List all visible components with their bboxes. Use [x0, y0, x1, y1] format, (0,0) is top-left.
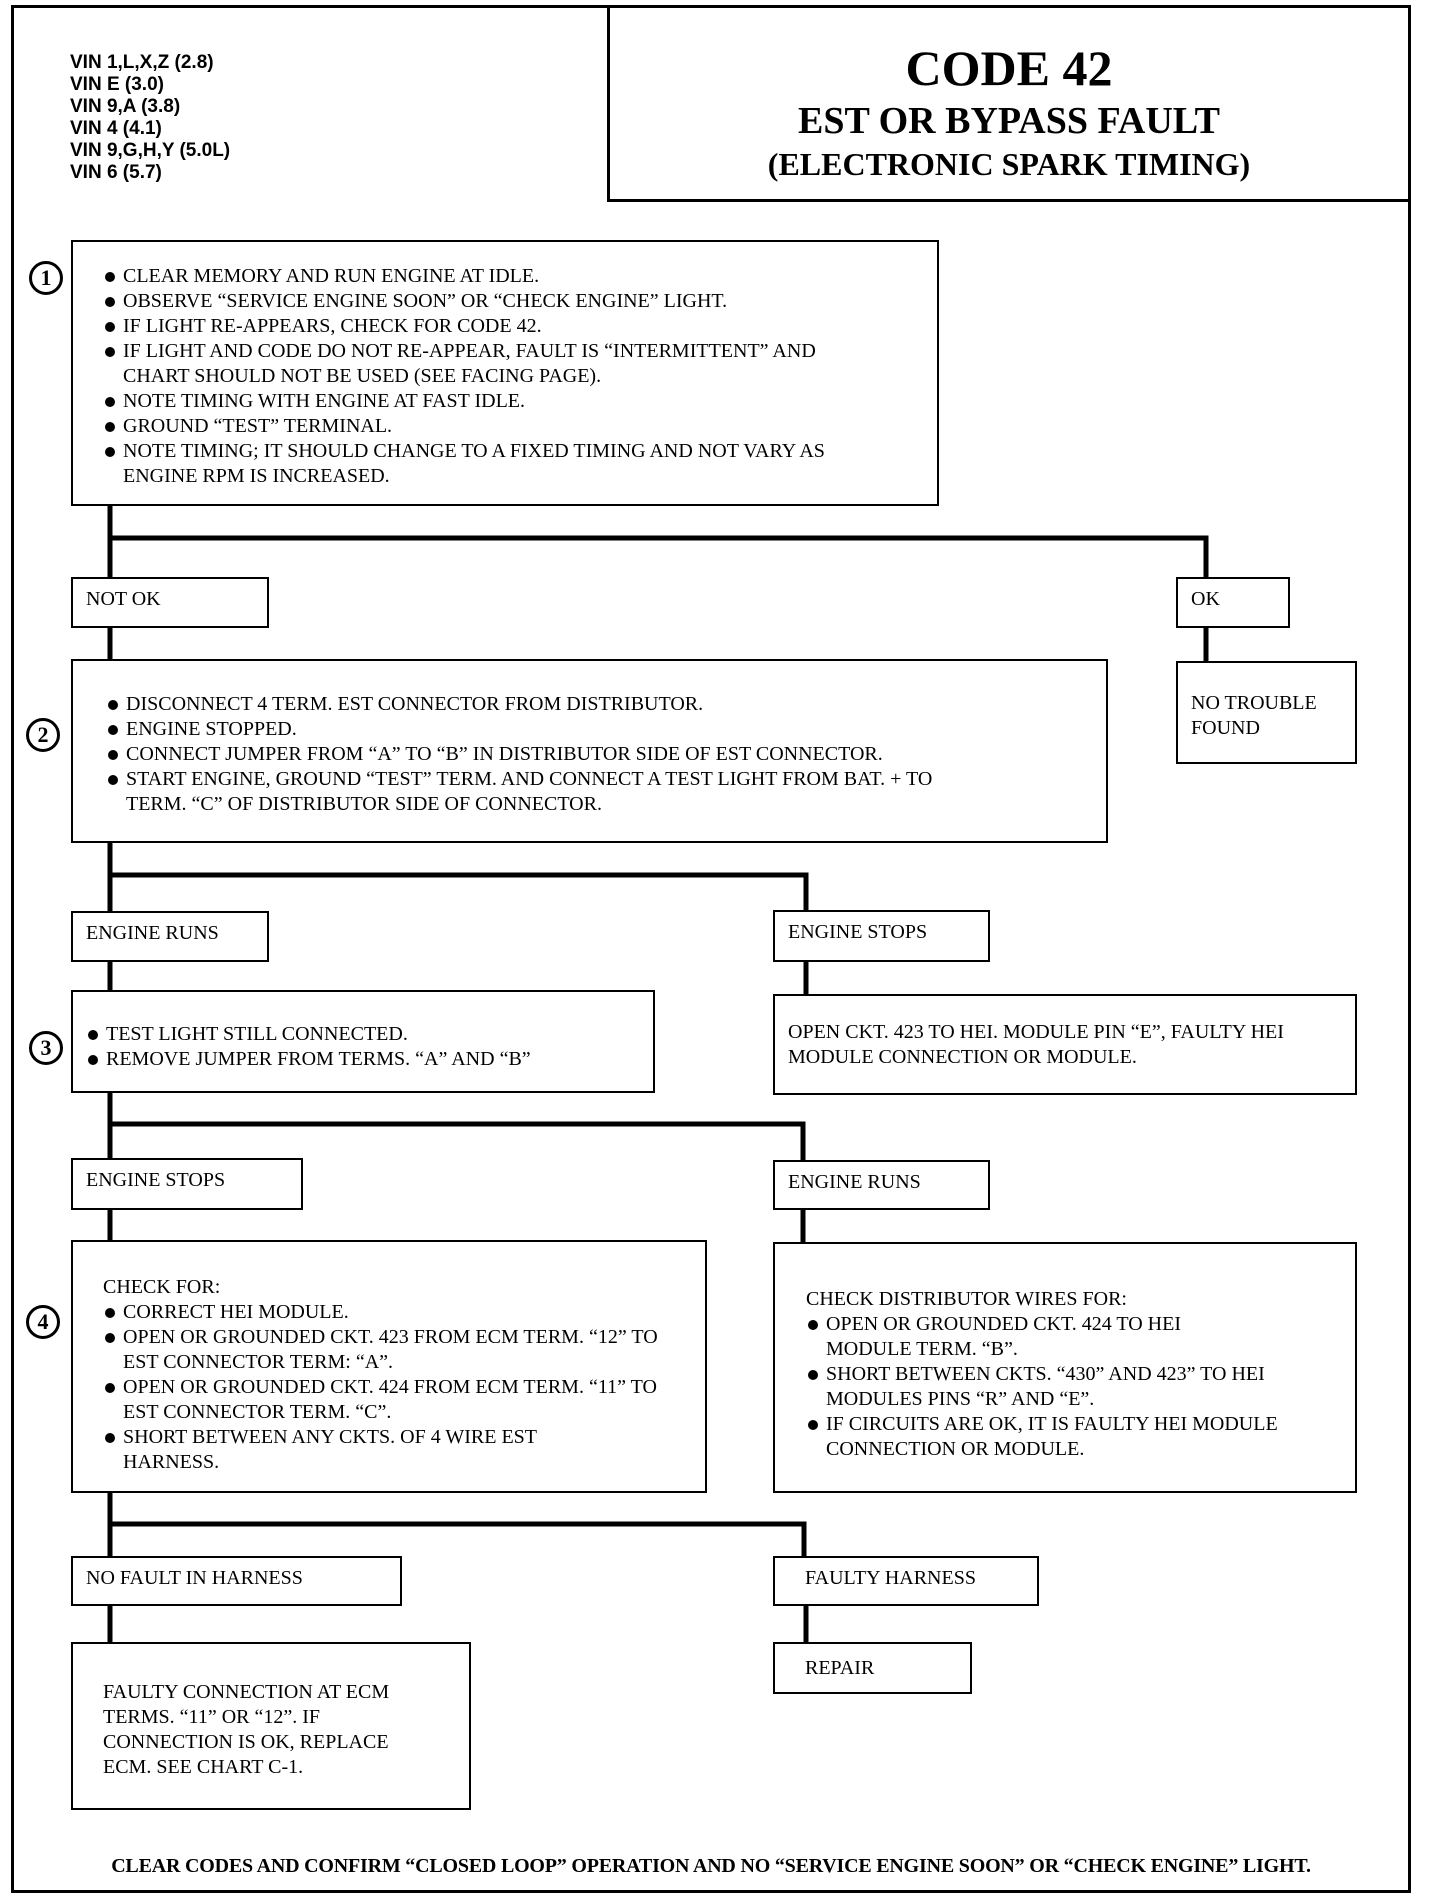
vin-item: VIN 6 (5.7) — [70, 162, 162, 183]
step2-bullet: ENGINE STOPPED. — [106, 717, 1046, 742]
label-engine-runs-1: ENGINE RUNS — [71, 911, 269, 962]
label-faulty-harness: FAULTY HARNESS — [773, 1556, 1039, 1606]
step1-bullet: IF LIGHT AND CODE DO NOT RE-APPEAR, FAUL… — [103, 339, 917, 389]
check-distributor-heading: CHECK DISTRIBUTOR WIRES FOR: — [806, 1288, 1127, 1310]
title-box: CODE 42 EST OR BYPASS FAULT (ELECTRONIC … — [607, 5, 1411, 202]
check-distributor-bullet: OPEN OR GROUNDED CKT. 424 TO HEI MODULE … — [806, 1312, 1315, 1362]
step2-bullet: DISCONNECT 4 TERM. EST CONNECTOR FROM DI… — [106, 692, 1046, 717]
result-faulty-connection-ecm: FAULTY CONNECTION AT ECM TERMS. “11” OR … — [71, 1642, 471, 1810]
step1-bullet: CLEAR MEMORY AND RUN ENGINE AT IDLE. — [103, 264, 917, 289]
step-number-1: 1 — [29, 261, 63, 295]
check-distributor-bullet: IF CIRCUITS ARE OK, IT IS FAULTY HEI MOD… — [806, 1412, 1315, 1462]
step4-bullets: CORRECT HEI MODULE. OPEN OR GROUNDED CKT… — [103, 1300, 675, 1475]
fault-subtitle: (ELECTRONIC SPARK TIMING) — [767, 146, 1251, 182]
step4-bullet: OPEN OR GROUNDED CKT. 423 FROM ECM TERM.… — [103, 1325, 675, 1375]
step3-bullet: TEST LIGHT STILL CONNECTED. — [86, 1022, 635, 1047]
step4-heading: CHECK FOR: — [103, 1276, 221, 1298]
step2-bullet: CONNECT JUMPER FROM “A” TO “B” IN DISTRI… — [106, 742, 1046, 767]
step2-bullet: START ENGINE, GROUND “TEST” TERM. AND CO… — [106, 767, 1046, 817]
step2-box: DISCONNECT 4 TERM. EST CONNECTOR FROM DI… — [71, 659, 1108, 843]
step3-bullets: TEST LIGHT STILL CONNECTED. REMOVE JUMPE… — [86, 1022, 635, 1072]
step2-bullets: DISCONNECT 4 TERM. EST CONNECTOR FROM DI… — [106, 692, 1046, 817]
label-no-fault-in-harness: NO FAULT IN HARNESS — [71, 1556, 402, 1606]
footer-note: CLEAR CODES AND CONFIRM “CLOSED LOOP” OP… — [111, 1855, 1311, 1877]
step4-bullet: OPEN OR GROUNDED CKT. 424 FROM ECM TERM.… — [103, 1375, 675, 1425]
vin-list: VIN 1,L,X,Z (2.8) VIN E (3.0) VIN 9,A (3… — [70, 52, 230, 184]
label-engine-runs-2: ENGINE RUNS — [773, 1160, 990, 1210]
result-open-ckt-423: OPEN CKT. 423 TO HEI. MODULE PIN “E”, FA… — [773, 994, 1357, 1095]
step-number-2: 2 — [26, 718, 60, 752]
vin-item: VIN E (3.0) — [70, 74, 164, 95]
step1-bullet: NOTE TIMING; IT SHOULD CHANGE TO A FIXED… — [103, 439, 917, 489]
label-not-ok: NOT OK — [71, 577, 269, 628]
result-check-distributor-wires: CHECK DISTRIBUTOR WIRES FOR: OPEN OR GRO… — [773, 1242, 1357, 1493]
label-engine-stops-1: ENGINE STOPS — [773, 910, 990, 962]
vin-item: VIN 9,A (3.8) — [70, 96, 181, 117]
step1-bullet: GROUND “TEST” TERMINAL. — [103, 414, 917, 439]
fault-title: EST OR BYPASS FAULT — [797, 100, 1220, 142]
label-ok: OK — [1176, 577, 1290, 628]
vin-item: VIN 9,G,H,Y (5.0L) — [70, 140, 231, 161]
step-number-4: 4 — [26, 1305, 60, 1339]
check-distributor-bullets: OPEN OR GROUNDED CKT. 424 TO HEI MODULE … — [806, 1312, 1315, 1462]
label-engine-stops-2: ENGINE STOPS — [71, 1158, 303, 1210]
step-number-3: 3 — [29, 1031, 63, 1065]
step3-bullet: REMOVE JUMPER FROM TERMS. “A” AND “B” — [86, 1047, 635, 1072]
vin-item: VIN 1,L,X,Z (2.8) — [70, 52, 214, 73]
step1-bullet: NOTE TIMING WITH ENGINE AT FAST IDLE. — [103, 389, 917, 414]
step4-box: CHECK FOR: CORRECT HEI MODULE. OPEN OR G… — [71, 1240, 707, 1493]
step1-box: CLEAR MEMORY AND RUN ENGINE AT IDLE. OBS… — [71, 240, 939, 506]
step3-box: TEST LIGHT STILL CONNECTED. REMOVE JUMPE… — [71, 990, 655, 1093]
step4-bullet: SHORT BETWEEN ANY CKTS. OF 4 WIRE EST HA… — [103, 1425, 675, 1475]
result-repair: REPAIR — [773, 1642, 972, 1694]
step1-bullet: OBSERVE “SERVICE ENGINE SOON” OR “CHECK … — [103, 289, 917, 314]
check-distributor-bullet: SHORT BETWEEN CKTS. “430” AND 423” TO HE… — [806, 1362, 1315, 1412]
step4-bullet: CORRECT HEI MODULE. — [103, 1300, 675, 1325]
step1-bullet: IF LIGHT RE-APPEARS, CHECK FOR CODE 42. — [103, 314, 917, 339]
code-title: CODE 42 — [905, 40, 1113, 96]
result-no-trouble-found: NO TROUBLE FOUND — [1176, 661, 1357, 764]
step1-bullets: CLEAR MEMORY AND RUN ENGINE AT IDLE. OBS… — [103, 264, 917, 489]
vin-item: VIN 4 (4.1) — [70, 118, 162, 139]
